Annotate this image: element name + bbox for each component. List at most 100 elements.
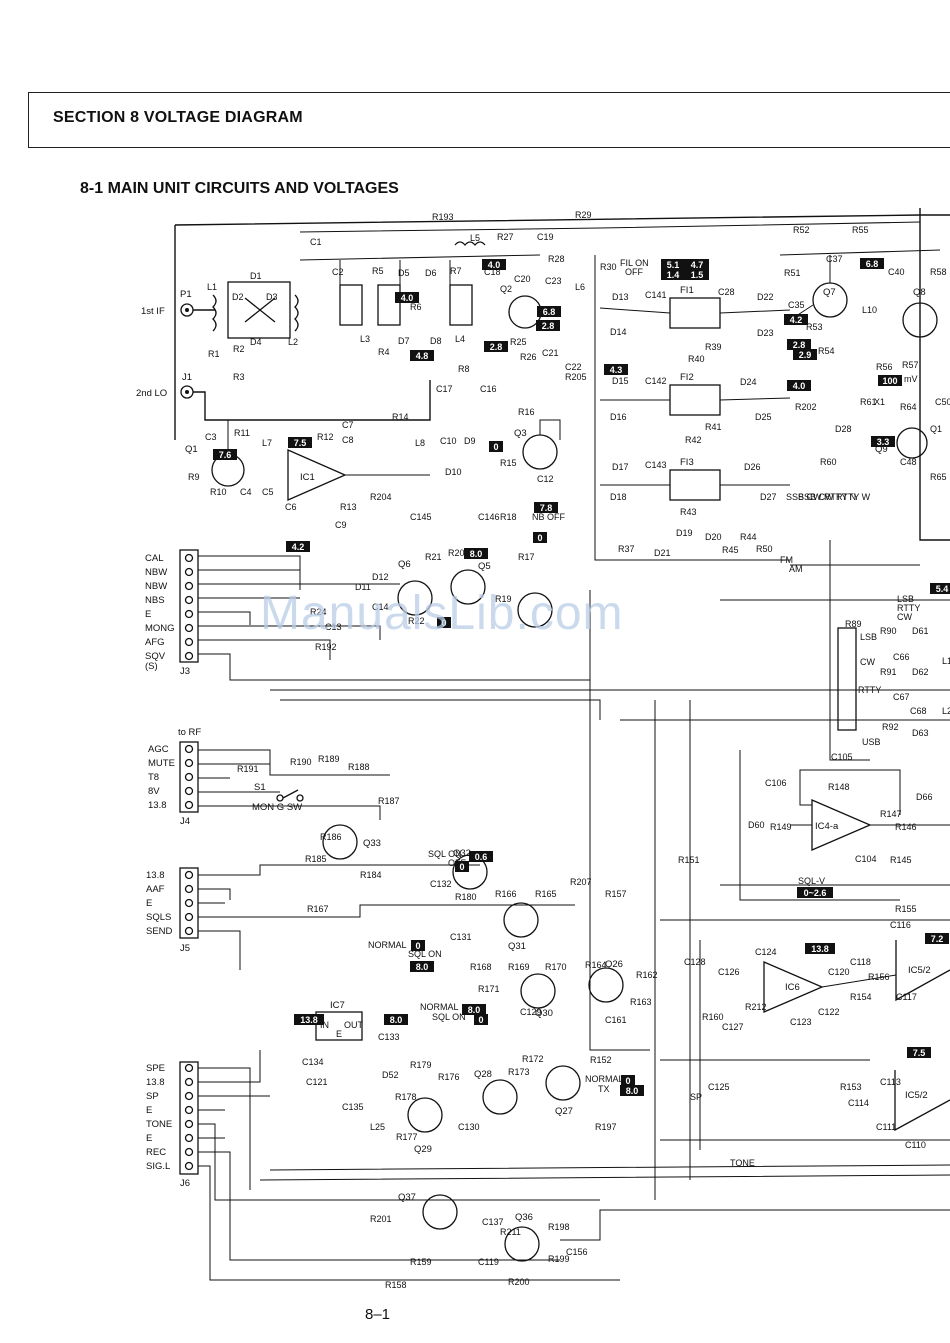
j5-pin bbox=[184, 912, 194, 922]
svg-text:R3: R3 bbox=[233, 372, 245, 382]
ic1-label: IC1 bbox=[300, 472, 315, 483]
svg-text:TX: TX bbox=[598, 1084, 610, 1094]
svg-text:C35: C35 bbox=[788, 300, 805, 310]
j3-connector: J3 bbox=[179, 549, 199, 677]
svg-text:R12: R12 bbox=[317, 432, 334, 442]
svg-text:Q1: Q1 bbox=[930, 424, 942, 434]
j6-pin-label: E bbox=[146, 1105, 152, 1116]
bus-line-r193 bbox=[299, 221, 921, 233]
svg-text:D66: D66 bbox=[916, 792, 933, 802]
j6-pin-label: SIG.L bbox=[146, 1161, 170, 1172]
svg-text:C16: C16 bbox=[480, 384, 497, 394]
svg-text:SQL ON: SQL ON bbox=[432, 1012, 466, 1022]
j3-pin-label: AFG bbox=[145, 637, 165, 648]
svg-text:2.8: 2.8 bbox=[542, 321, 555, 331]
svg-text:4.2: 4.2 bbox=[292, 542, 305, 552]
j3-pin-label: (S) bbox=[145, 661, 158, 672]
svg-text:C135: C135 bbox=[342, 1102, 364, 1112]
voltage-tag: 4.2 bbox=[784, 314, 808, 325]
j5-pin-label: 13.8 bbox=[146, 870, 165, 881]
voltage-tag: 4.3 bbox=[604, 364, 628, 375]
svg-text:R190: R190 bbox=[290, 757, 312, 767]
svg-text:R51: R51 bbox=[784, 268, 801, 278]
svg-text:L19: L19 bbox=[942, 656, 950, 666]
svg-text:R166: R166 bbox=[495, 889, 517, 899]
svg-text:C22: C22 bbox=[565, 362, 582, 372]
svg-text:R172: R172 bbox=[522, 1054, 544, 1064]
svg-text:D14: D14 bbox=[610, 327, 627, 337]
watermark: ManualsLib.com bbox=[260, 587, 624, 640]
svg-text:NB OFF: NB OFF bbox=[532, 512, 566, 522]
svg-text:6.8: 6.8 bbox=[866, 259, 879, 269]
svg-text:D8: D8 bbox=[430, 336, 442, 346]
j6-pin bbox=[184, 1119, 194, 1129]
svg-text:8.0: 8.0 bbox=[468, 1005, 481, 1015]
svg-text:R186: R186 bbox=[320, 832, 342, 842]
voltage-tag: 4.2 bbox=[286, 541, 310, 552]
svg-text:J1: J1 bbox=[182, 372, 192, 383]
voltage-tag: 13.8 bbox=[805, 943, 835, 954]
voltage-tag: 0.6 bbox=[469, 851, 493, 862]
svg-text:C67: C67 bbox=[893, 692, 910, 702]
svg-text:C8: C8 bbox=[342, 435, 354, 445]
svg-text:D52: D52 bbox=[382, 1070, 399, 1080]
svg-text:L5: L5 bbox=[470, 233, 480, 243]
svg-text:D10: D10 bbox=[445, 467, 462, 477]
svg-text:13.8: 13.8 bbox=[300, 1015, 318, 1025]
svg-text:J4: J4 bbox=[180, 816, 190, 827]
svg-text:L2: L2 bbox=[288, 337, 298, 347]
svg-text:8.0: 8.0 bbox=[470, 549, 483, 559]
q1-ic1-section: Q1 C3 R11 L7 R9 R10 C4 C5 C6 IC1 R12 C7 … bbox=[185, 372, 587, 530]
svg-text:13.8: 13.8 bbox=[811, 944, 829, 954]
svg-text:R146: R146 bbox=[895, 822, 917, 832]
mode-switch-section: R89 LSB CW RTTY USB AM FM LSB RTTY CW R9… bbox=[780, 555, 950, 747]
j4-pin-label: MUTE bbox=[148, 758, 175, 769]
svg-text:OUT: OUT bbox=[344, 1020, 364, 1030]
svg-text:C134: C134 bbox=[302, 1057, 324, 1067]
svg-text:R167: R167 bbox=[307, 904, 329, 914]
svg-text:C104: C104 bbox=[855, 854, 877, 864]
voltage-tag: 6.8 bbox=[860, 258, 884, 269]
j4-pin bbox=[184, 758, 194, 768]
voltage-tag: 8.0 bbox=[462, 1004, 486, 1015]
svg-text:R202: R202 bbox=[795, 402, 817, 412]
svg-text:C137: C137 bbox=[482, 1217, 504, 1227]
svg-text:R9: R9 bbox=[188, 472, 200, 482]
svg-text:D20: D20 bbox=[705, 532, 722, 542]
svg-text:R39: R39 bbox=[705, 342, 722, 352]
svg-text:R156: R156 bbox=[868, 972, 890, 982]
voltage-tag: 8.0 bbox=[410, 961, 434, 972]
svg-text:R201: R201 bbox=[370, 1214, 392, 1224]
svg-text:D15: D15 bbox=[612, 376, 629, 386]
j6-pin bbox=[184, 1063, 194, 1073]
svg-text:R164: R164 bbox=[585, 960, 607, 970]
svg-text:SP: SP bbox=[690, 1092, 702, 1102]
svg-text:C131: C131 bbox=[450, 932, 472, 942]
svg-text:IC4-a: IC4-a bbox=[815, 821, 839, 832]
svg-text:R189: R189 bbox=[318, 754, 340, 764]
svg-text:4.3: 4.3 bbox=[610, 365, 623, 375]
svg-text:C143: C143 bbox=[645, 460, 667, 470]
svg-text:R28: R28 bbox=[548, 254, 565, 264]
svg-text:R17: R17 bbox=[518, 552, 535, 562]
svg-text:R5: R5 bbox=[372, 266, 384, 276]
svg-text:Q3: Q3 bbox=[514, 428, 527, 439]
svg-text:C122: C122 bbox=[818, 1007, 840, 1017]
svg-text:NORMAL: NORMAL bbox=[420, 1002, 459, 1012]
svg-text:D5: D5 bbox=[398, 268, 410, 278]
svg-text:R61: R61 bbox=[860, 397, 877, 407]
svg-text:C120: C120 bbox=[828, 967, 850, 977]
svg-text:R155: R155 bbox=[895, 904, 917, 914]
svg-text:D1: D1 bbox=[250, 271, 262, 281]
svg-text:8.0: 8.0 bbox=[390, 1015, 403, 1025]
voltage-tag: 0 bbox=[411, 940, 425, 951]
j5-pin bbox=[184, 926, 194, 936]
svg-text:R178: R178 bbox=[395, 1092, 417, 1102]
svg-text:R50: R50 bbox=[756, 544, 773, 554]
svg-text:C3: C3 bbox=[205, 432, 217, 442]
svg-text:R180: R180 bbox=[455, 892, 477, 902]
svg-text:C2: C2 bbox=[332, 267, 344, 277]
